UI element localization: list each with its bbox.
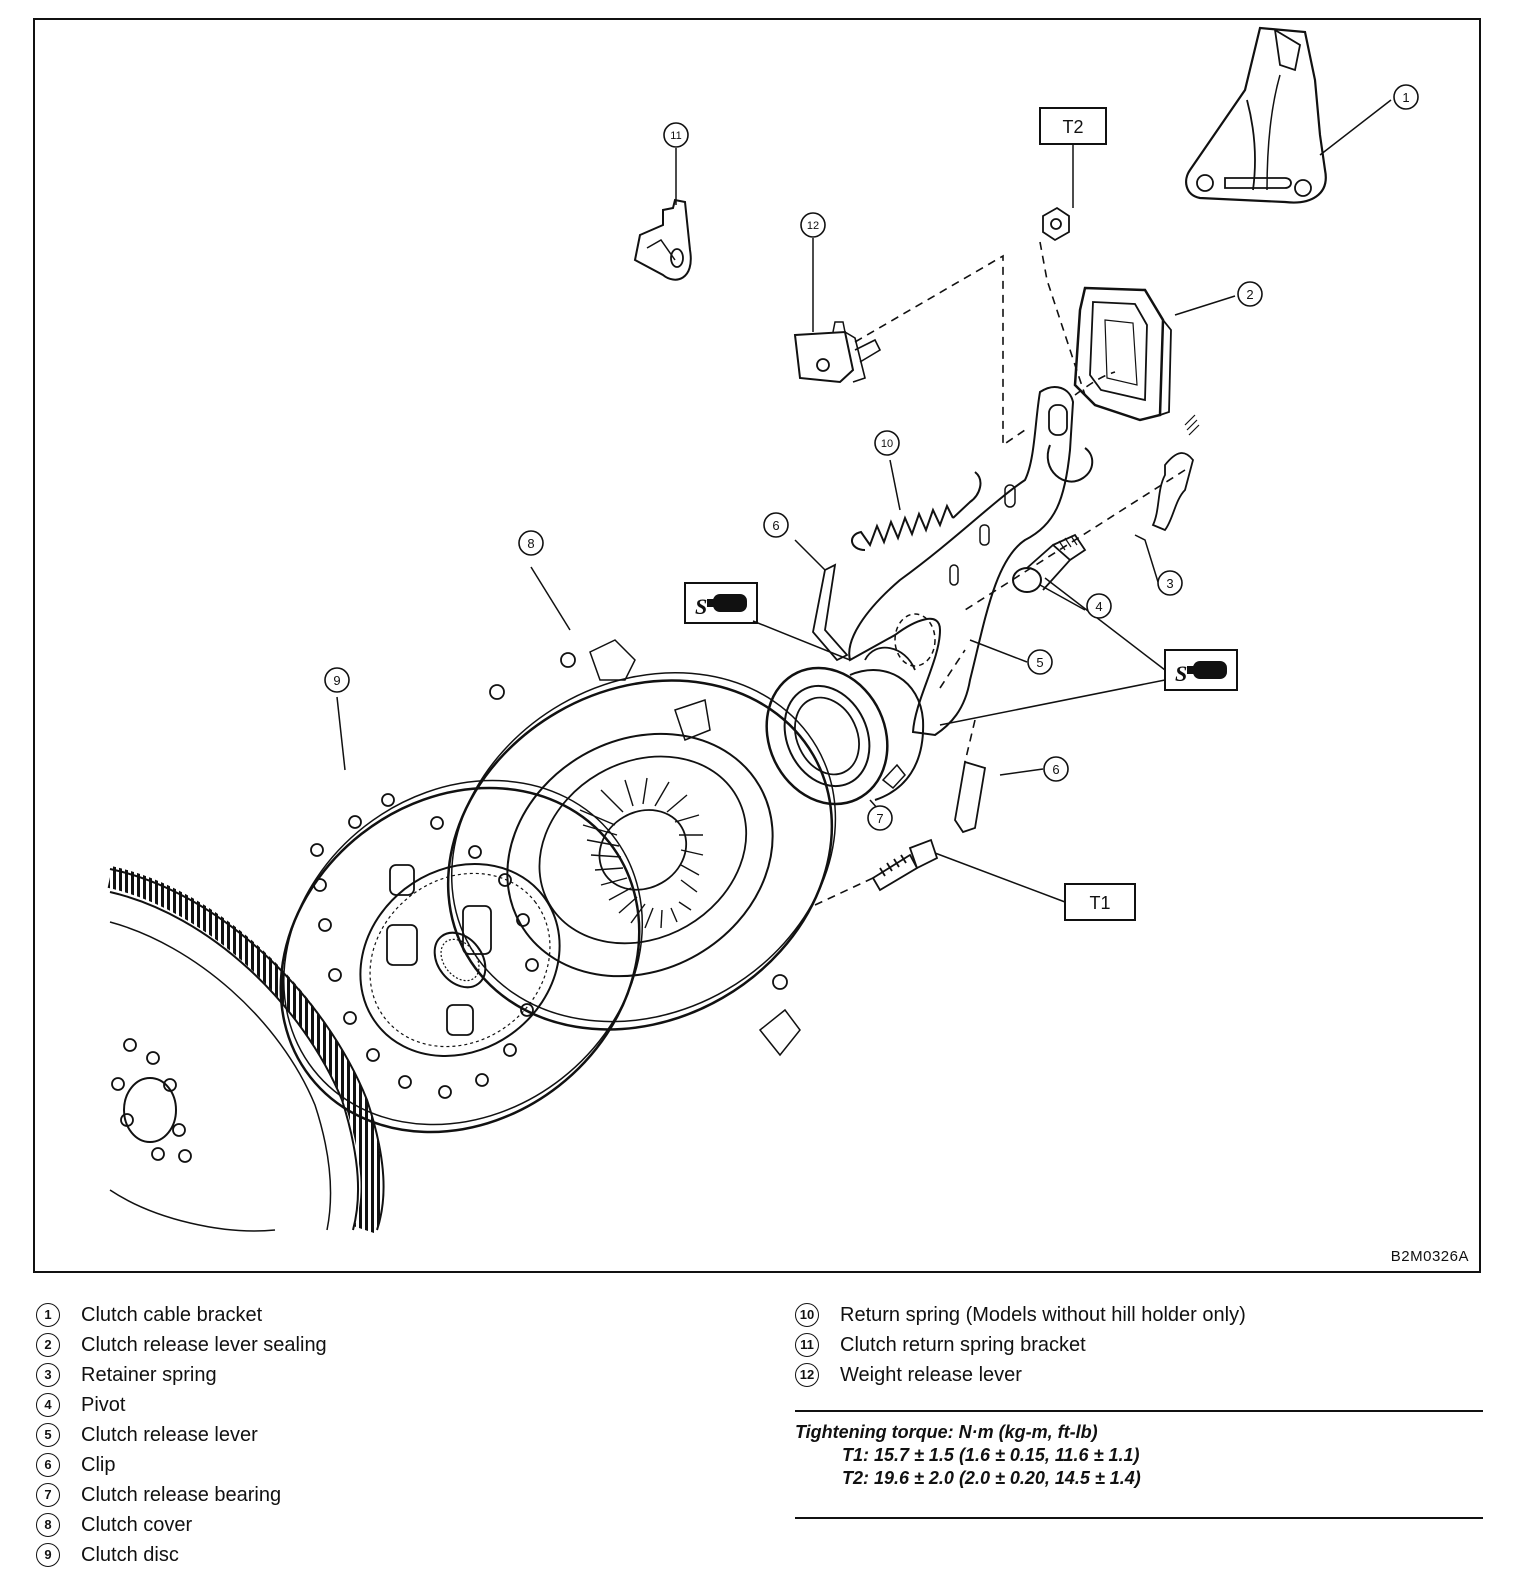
callout-9: 9 (324, 667, 350, 693)
callout-1: 1 (1393, 84, 1419, 110)
legend-item: 6 Clip (36, 1450, 327, 1480)
retainer-spring (1151, 414, 1200, 532)
legend-number: 11 (795, 1333, 819, 1357)
clutch-cable-bracket (1185, 26, 1327, 204)
legend-label: Clutch cable bracket (81, 1303, 263, 1326)
callout-12: 12 (800, 212, 826, 238)
clutch-disc (279, 779, 644, 1134)
grease-symbol-right: S (1164, 649, 1238, 691)
legend-number: 4 (36, 1393, 60, 1417)
svg-text:10: 10 (881, 438, 893, 450)
bolt-t1 (871, 838, 939, 892)
svg-text:9: 9 (333, 673, 340, 688)
legend-number: 10 (795, 1303, 819, 1327)
svg-text:7: 7 (876, 811, 883, 826)
svg-text:1: 1 (1402, 90, 1409, 105)
legend-item: 2 Clutch release lever sealing (36, 1330, 327, 1360)
svg-text:2: 2 (1246, 287, 1253, 302)
clutch-release-lever (848, 386, 1094, 737)
legend-item: 3 Retainer spring (36, 1360, 327, 1390)
svg-text:3: 3 (1166, 576, 1173, 591)
legend-label: Clutch release lever sealing (81, 1333, 327, 1356)
callout-7: 7 (867, 805, 893, 831)
svg-text:S: S (1175, 661, 1187, 686)
legend-item: 9 Clutch disc (36, 1540, 327, 1570)
weight-release-lever (793, 321, 882, 384)
clutch-diagram: S S T2 T1 1 2 3 (107, 26, 1419, 1234)
torque-tag-t1: T1 (1064, 883, 1136, 921)
callout-8: 8 (518, 530, 544, 556)
legend-item: 8 Clutch cover (36, 1510, 327, 1540)
legend-item: 10 Return spring (Models without hill hol… (795, 1300, 1246, 1330)
grease-symbol-upper: S (684, 582, 758, 624)
svg-text:T1: T1 (1089, 893, 1110, 913)
legend-number: 7 (36, 1483, 60, 1507)
torque-title: Tightening torque: N·m (kg-m, ft-lb) (795, 1422, 1098, 1442)
torque-tag-t2: T2 (1039, 107, 1107, 145)
callout-2: 2 (1237, 281, 1263, 307)
legend-label: Clutch release bearing (81, 1483, 282, 1506)
flywheel (107, 866, 385, 1234)
legend-item: 5 Clutch release lever (36, 1420, 327, 1450)
legend-item: 1 Clutch cable bracket (36, 1300, 327, 1330)
torque-specs: Tightening torque: N·m (kg-m, ft-lb) T1:… (795, 1410, 1483, 1519)
callout-3: 3 (1157, 570, 1183, 596)
figure-id: B2M0326A (1390, 1248, 1469, 1265)
clutch-release-lever-sealing (1073, 286, 1172, 422)
legend-number: 6 (36, 1453, 60, 1477)
exploded-view-figure: S S T2 T1 1 2 3 (33, 18, 1481, 1273)
legend-label: Pivot (81, 1393, 126, 1416)
svg-text:6: 6 (1052, 762, 1059, 777)
legend-number: 9 (36, 1543, 60, 1567)
legend-label: Clutch cover (81, 1513, 193, 1536)
callout-6-lower: 6 (1043, 756, 1069, 782)
legend-item: 4 Pivot (36, 1390, 327, 1420)
torque-t1: T1: 15.7 ± 1.5 (1.6 ± 0.15, 11.6 ± 1.1) (842, 1445, 1140, 1465)
return-spring (851, 471, 982, 551)
legend-item: 12 Weight release lever (795, 1360, 1246, 1390)
legend-right: 10 Return spring (Models without hill hol… (795, 1300, 1246, 1390)
callout-6-upper: 6 (763, 512, 789, 538)
legend-item: 7 Clutch release bearing (36, 1480, 327, 1510)
svg-text:T2: T2 (1062, 117, 1083, 137)
svg-text:6: 6 (772, 518, 779, 533)
svg-text:S: S (695, 594, 707, 619)
legend-label: Weight release lever (840, 1363, 1022, 1386)
legend-label: Clutch return spring bracket (840, 1333, 1086, 1356)
svg-text:8: 8 (527, 536, 534, 551)
legend-label: Clutch disc (81, 1543, 179, 1566)
legend-label: Retainer spring (81, 1363, 217, 1386)
torque-t2: T2: 19.6 ± 2.0 (2.0 ± 0.20, 14.5 ± 1.4) (842, 1468, 1141, 1488)
callout-11: 11 (663, 122, 689, 148)
clips (812, 563, 987, 834)
legend-number: 12 (795, 1363, 819, 1387)
assembly-guide-lines (814, 241, 1186, 906)
svg-text:4: 4 (1095, 599, 1102, 614)
legend-number: 8 (36, 1513, 60, 1537)
legend-number: 3 (36, 1363, 60, 1387)
clutch-release-bearing (765, 646, 925, 806)
legend-label: Clip (81, 1453, 116, 1476)
pivot (1012, 533, 1087, 593)
legend-label: Clutch release lever (81, 1423, 258, 1446)
callout-4: 4 (1086, 593, 1112, 619)
callout-10: 10 (874, 430, 900, 456)
svg-text:11: 11 (670, 130, 681, 142)
leader-lines (336, 99, 1392, 903)
clutch-return-spring-bracket (633, 198, 692, 281)
legend-number: 1 (36, 1303, 60, 1327)
legend-number: 5 (36, 1423, 60, 1447)
clutch-cover (446, 639, 837, 1057)
divider-top (795, 1410, 1483, 1412)
callout-5: 5 (1027, 649, 1053, 675)
nut-t2 (1042, 206, 1070, 242)
svg-text:5: 5 (1036, 655, 1043, 670)
legend-label: Return spring (Models without hill holde… (840, 1303, 1246, 1326)
legend-number: 2 (36, 1333, 60, 1357)
svg-text:12: 12 (807, 220, 819, 232)
divider-bottom (795, 1517, 1483, 1519)
legend-item: 11 Clutch return spring bracket (795, 1330, 1246, 1360)
